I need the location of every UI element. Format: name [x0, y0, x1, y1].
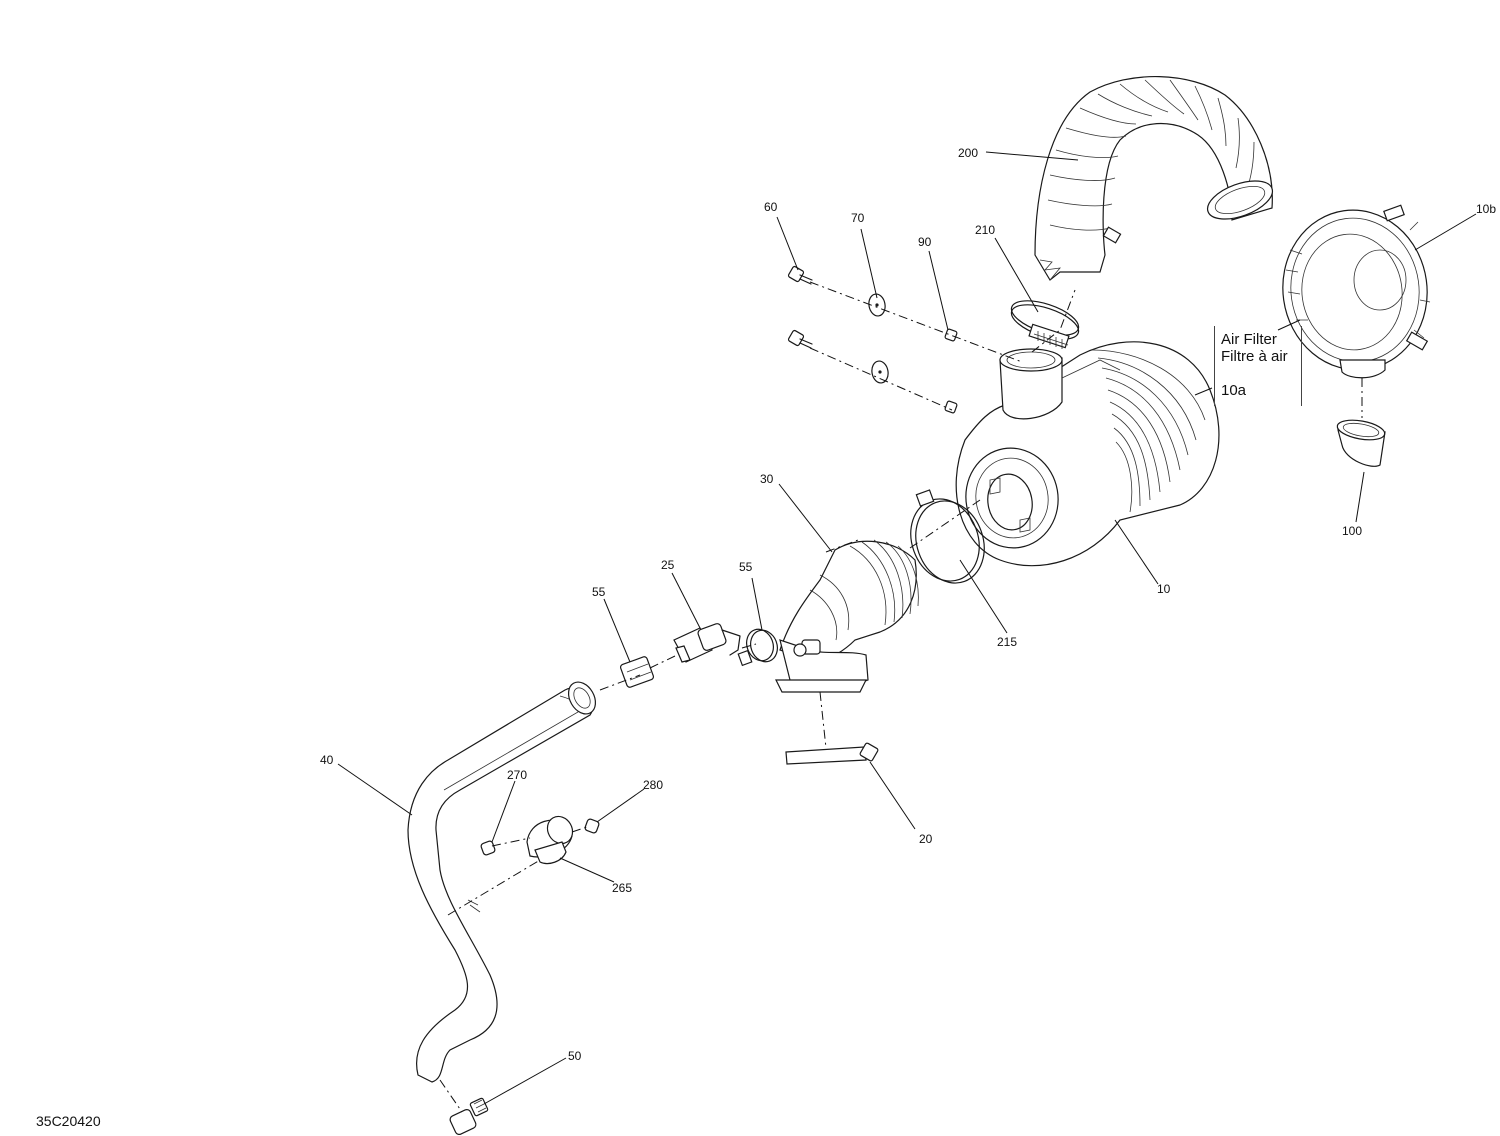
diagram-code: 35C20420: [36, 1113, 101, 1129]
clamp-210[interactable]: [1007, 294, 1082, 349]
intake-adapter-30[interactable]: [775, 539, 919, 693]
leader-lines: [337, 151, 1477, 1105]
callout-55-left: 55: [592, 585, 606, 599]
callout-215: 215: [997, 635, 1017, 649]
filter-cover-10b[interactable]: [1273, 201, 1438, 379]
callout-55-right: 55: [739, 560, 753, 574]
screw-60[interactable]: [787, 265, 813, 349]
vent-hose-40[interactable]: [407, 677, 601, 1083]
nut-280[interactable]: [584, 818, 600, 834]
callout-265: 265: [612, 881, 632, 895]
callout-20: 20: [919, 832, 933, 846]
callout-270: 270: [507, 768, 527, 782]
air-filter-housing-10[interactable]: [955, 341, 1220, 567]
fitting-25[interactable]: [673, 623, 741, 663]
callout-40: 40: [320, 753, 334, 767]
callout-25: 25: [661, 558, 675, 572]
legend-title-en: Air Filter: [1221, 331, 1277, 348]
air-filter-legend: Air Filter Filtre à air 10a: [1214, 326, 1302, 406]
callout-90: 90: [918, 235, 932, 249]
callout-210: 210: [975, 223, 995, 237]
grommet-265[interactable]: [526, 812, 577, 865]
washer-70[interactable]: [867, 293, 890, 384]
callout-10b: 10b: [1476, 202, 1496, 216]
callout-70: 70: [851, 211, 865, 225]
callout-280: 280: [643, 778, 663, 792]
intake-duct-200[interactable]: [1034, 75, 1277, 281]
clamp-55[interactable]: [619, 626, 782, 689]
clamp-215[interactable]: [900, 489, 996, 593]
callout-50: 50: [568, 1049, 582, 1063]
callouts: 200 10b 60 70 90 210 30 25 55 55 100 10 …: [320, 146, 1496, 1063]
strap-20[interactable]: [785, 742, 879, 765]
callout-30: 30: [760, 472, 774, 486]
dust-valve-100[interactable]: [1336, 417, 1386, 467]
fitting-50[interactable]: [449, 1097, 489, 1136]
callout-10: 10: [1157, 582, 1171, 596]
callout-60: 60: [764, 200, 778, 214]
legend-title-fr: Filtre à air: [1221, 348, 1288, 365]
nut-90[interactable]: [944, 328, 958, 414]
assembly-axes: [439, 281, 1363, 1113]
callout-200: 200: [958, 146, 978, 160]
screw-270[interactable]: [480, 840, 496, 856]
callout-100: 100: [1342, 524, 1362, 538]
legend-ref: 10a: [1221, 382, 1247, 399]
